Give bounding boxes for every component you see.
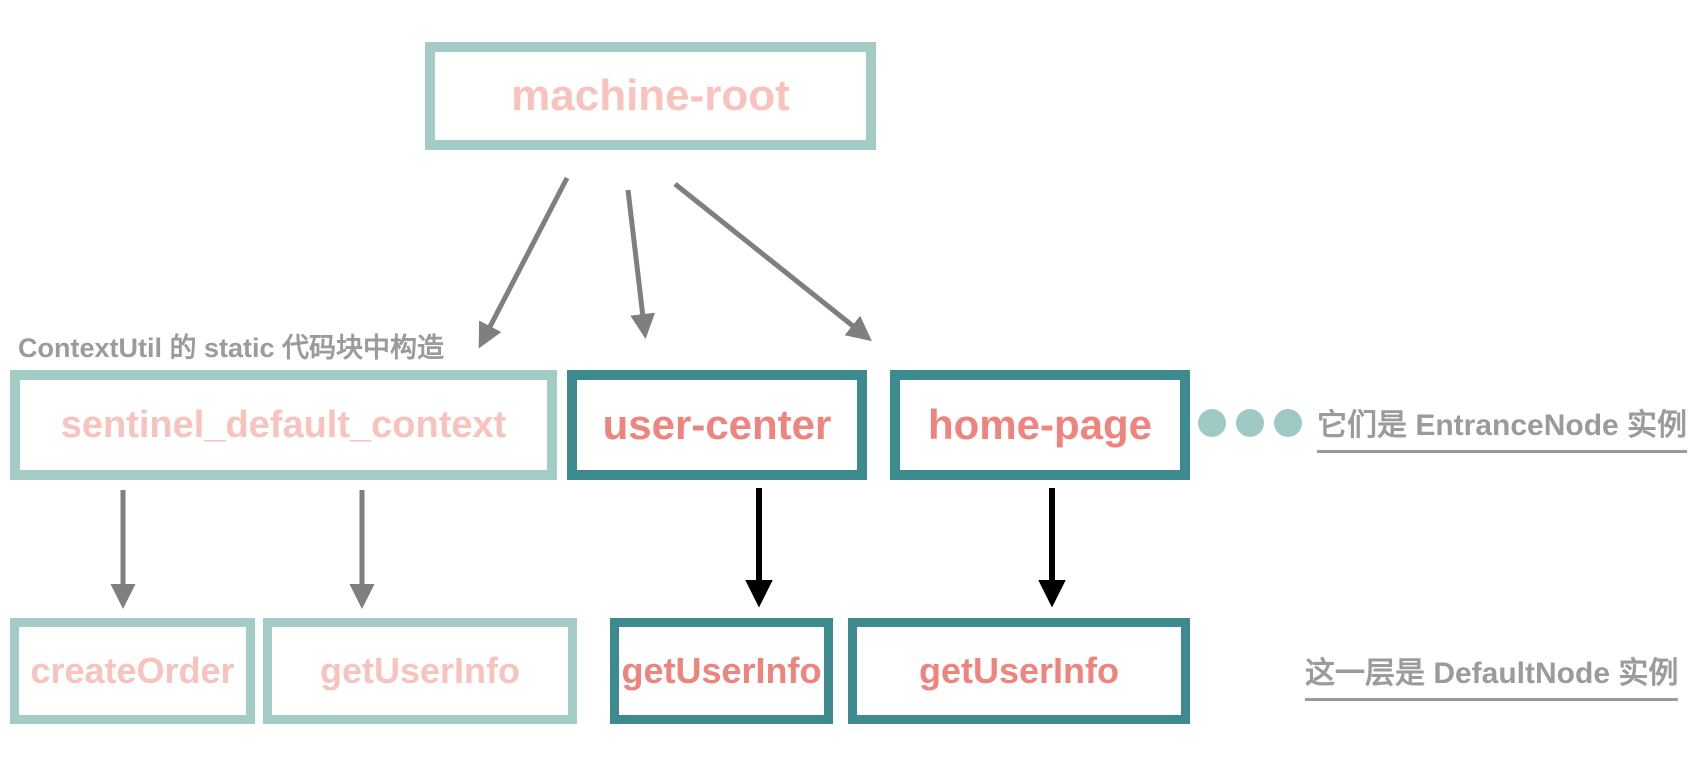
node-get-user-info-3: getUserInfo [848,618,1190,724]
ellipsis-dots [1198,409,1302,437]
node-user-center: user-center [567,370,867,480]
node-get-user-info-1-label: getUserInfo [319,650,521,691]
node-home-page: home-page [890,370,1190,480]
context-util-note: ContextUtil 的 static 代码块中构造 [18,333,445,363]
node-sentinel-default-context: sentinel_default_context [10,370,557,480]
node-user-center-label: user-center [602,401,832,448]
edge-root-to-sentinel-default-context [478,176,570,349]
edge-root-to-user-center [625,189,656,339]
node-get-user-info-1: getUserInfo [263,618,577,724]
node-create-order-label: createOrder [30,650,235,691]
ellipsis-dot-icon [1274,409,1302,437]
ellipsis-dot-icon [1198,409,1226,437]
node-sentinel-default-context-label: sentinel_default_context [60,403,507,446]
default-node-note: 这一层是 DefaultNode 实例 [1305,648,1679,701]
node-home-page-label: home-page [927,401,1153,448]
edge-root-to-home-page [673,182,872,342]
node-get-user-info-3-label: getUserInfo [918,650,1120,691]
entrance-node-note: 它们是 EntranceNode 实例 [1317,400,1688,453]
node-create-order: createOrder [10,618,255,724]
node-machine-root: machine-root [425,42,876,150]
node-get-user-info-2-label: getUserInfo [621,650,822,691]
node-machine-root-label: machine-root [511,71,790,120]
ellipsis-dot-icon [1236,409,1264,437]
node-get-user-info-2: getUserInfo [610,618,833,724]
